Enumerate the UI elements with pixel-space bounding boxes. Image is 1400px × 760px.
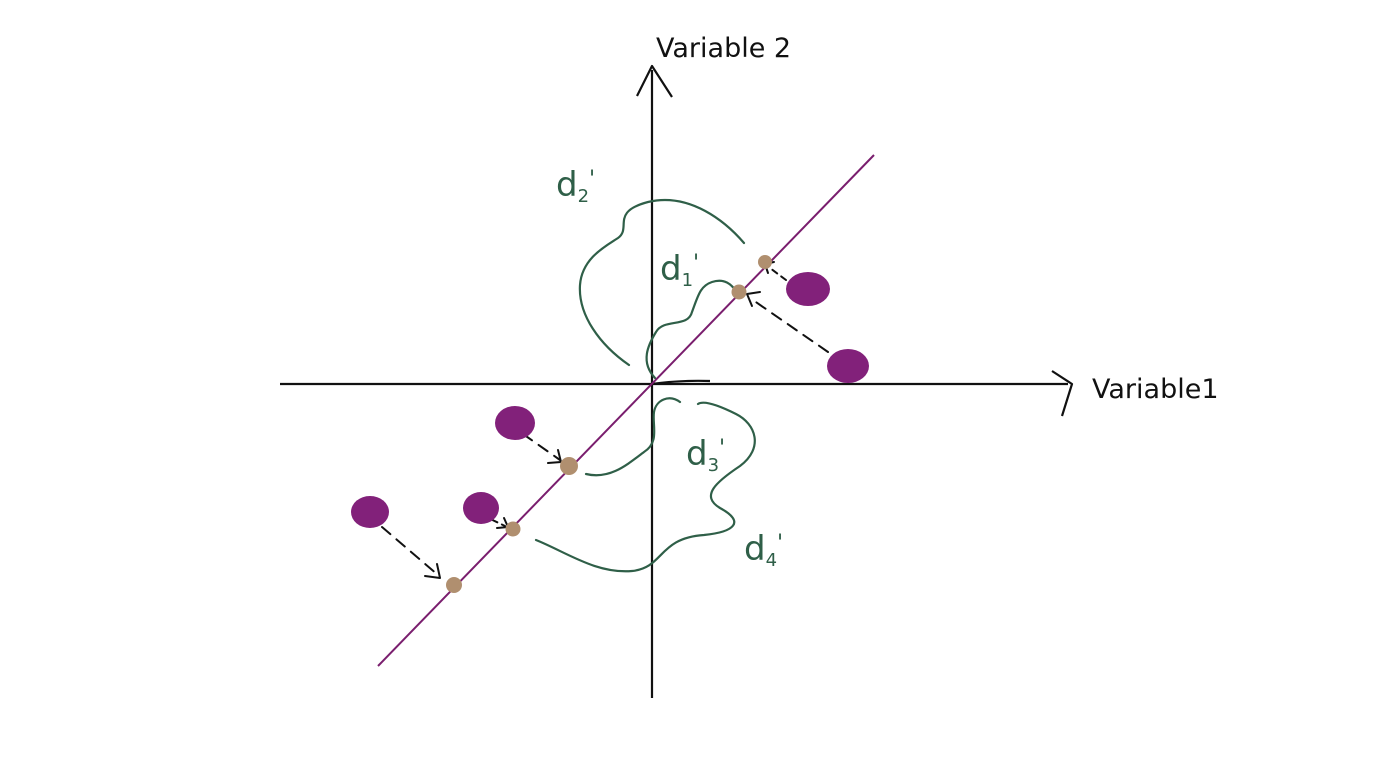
label-d2-sub: 2 (578, 186, 589, 207)
data-point (827, 349, 869, 383)
projected-point (560, 457, 578, 475)
y-axis-label: Variable 2 (656, 33, 791, 64)
axes (280, 64, 1074, 698)
label-d3: d3' (686, 434, 725, 476)
data-point (786, 272, 830, 306)
data-point (351, 496, 389, 528)
x-axis-arrowhead (1051, 370, 1074, 417)
label-d1: d1' (660, 249, 699, 291)
label-d4-main: d (744, 529, 766, 569)
label-d2: d2' (556, 165, 595, 207)
label-d1-main: d (660, 249, 682, 289)
origin-tick (651, 379, 711, 386)
distance-braces (534, 199, 756, 573)
projected-point (758, 255, 772, 269)
x-axis-label: Variable1 (1092, 374, 1219, 405)
projected-points (446, 255, 772, 593)
projection-arrow-5 (381, 526, 441, 579)
brace-d4 (534, 401, 756, 573)
data-point (463, 492, 499, 524)
label-d3-main: d (686, 434, 708, 474)
projection-arrow-3 (522, 433, 562, 464)
y-axis-arrowhead (636, 64, 673, 98)
label-d1-sub: 1 (682, 270, 693, 291)
projected-point (446, 577, 462, 593)
data-point (495, 406, 535, 440)
label-d4-prime: ' (777, 531, 783, 556)
label-d2-main: d (556, 165, 578, 205)
brace-d3 (584, 397, 682, 477)
brace-d2 (578, 199, 746, 367)
data-points (351, 272, 869, 528)
label-d3-prime: ' (719, 436, 725, 461)
label-d4-sub: 4 (766, 550, 777, 571)
label-d4: d4' (744, 529, 783, 571)
brace-d1 (645, 279, 739, 380)
label-d2-prime: ' (589, 167, 595, 192)
label-d1-prime: ' (693, 251, 699, 276)
projected-point (731, 284, 747, 300)
projected-point (505, 521, 521, 537)
projection-arrow-1 (746, 291, 829, 353)
label-d3-sub: 3 (708, 455, 719, 476)
distance-labels: d1' d2' d3' d4' (556, 165, 783, 571)
